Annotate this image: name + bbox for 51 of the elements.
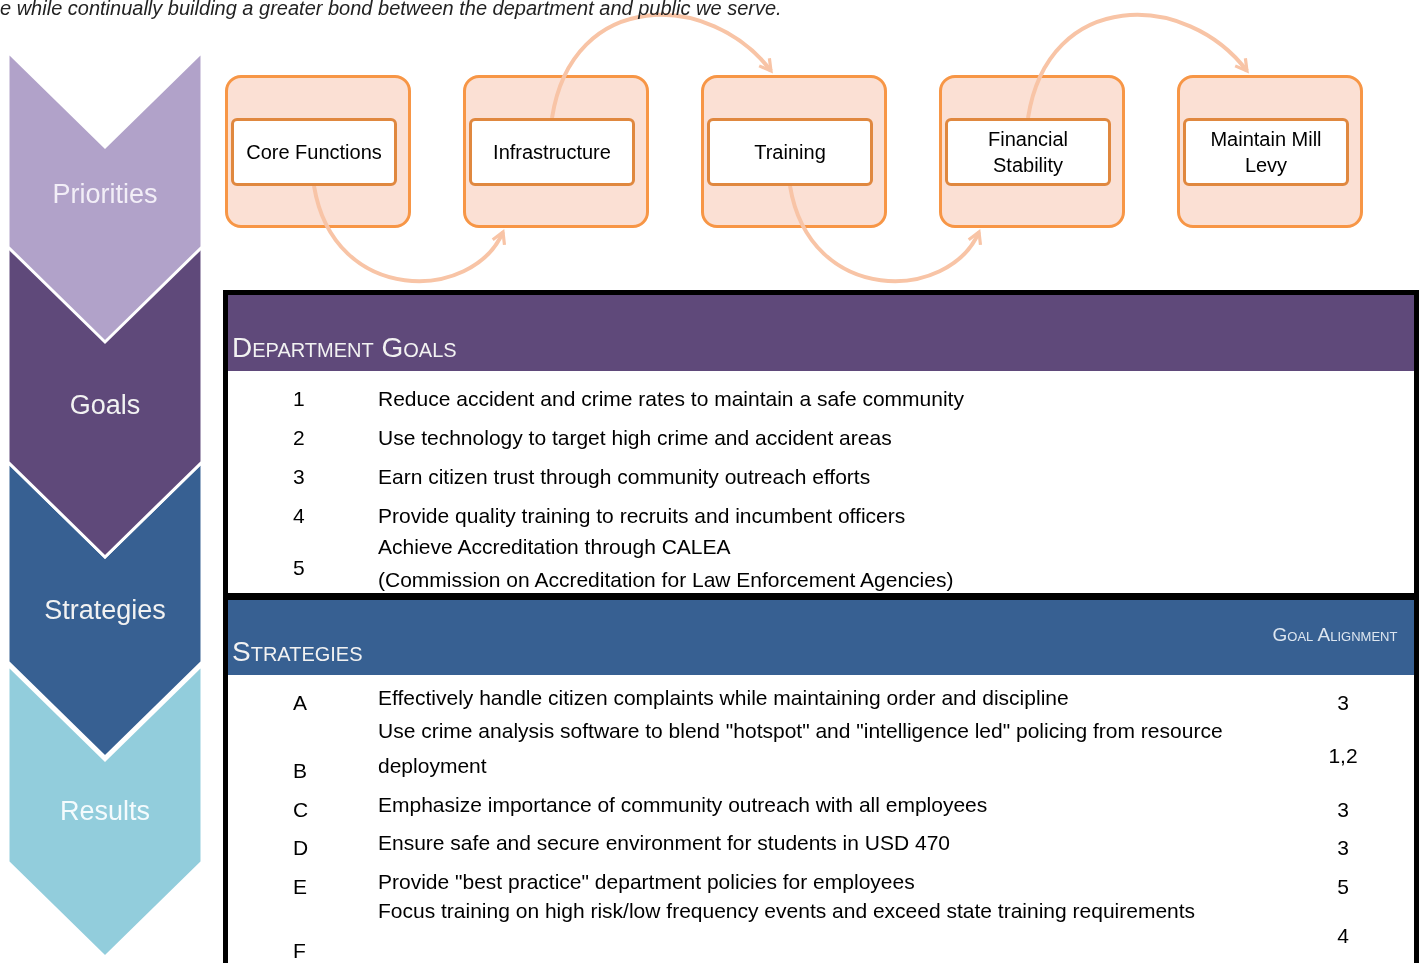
goal-text: Achieve Accreditation through CALEA bbox=[378, 534, 731, 560]
goal-alignment: 3 bbox=[1336, 797, 1350, 823]
priority-card bbox=[701, 75, 887, 228]
curved-arrow bbox=[312, 185, 505, 283]
goal-alignment: 3 bbox=[1336, 835, 1350, 861]
strategy-text: Provide "best practice" department policies for employees bbox=[378, 869, 916, 895]
goal-text: (Commission on Accreditation for Law Enforcement Agencies) bbox=[378, 567, 954, 593]
section-heading: Department Goals bbox=[232, 331, 457, 365]
strategy-letter: B bbox=[293, 758, 307, 784]
priority-box: Core Functions bbox=[231, 118, 397, 186]
curved-arrow bbox=[788, 185, 981, 283]
goal-number: 2 bbox=[293, 425, 305, 451]
goal-alignment: 5 bbox=[1336, 874, 1350, 900]
chevron-label: Strategies bbox=[44, 595, 166, 625]
goal-text: Provide quality training to recruits and incumbent officers bbox=[378, 503, 906, 529]
priority-box: Financial Stability bbox=[945, 118, 1111, 186]
priority-card bbox=[1177, 75, 1363, 228]
priority-card bbox=[463, 75, 649, 228]
intro-text: e while continually building a greater bond between the department and public we serve. bbox=[0, 0, 782, 21]
strategy-text: Ensure safe and secure environment for students in USD 470 bbox=[378, 830, 951, 856]
curved-arrow bbox=[1026, 13, 1249, 119]
goal-alignment: 4 bbox=[1336, 923, 1350, 949]
strategy-letter: C bbox=[293, 797, 309, 823]
goal-alignment: 3 bbox=[1336, 690, 1350, 716]
strategy-text: Emphasize importance of community outreach with all employees bbox=[378, 792, 989, 818]
priority-box: Infrastructure bbox=[469, 118, 635, 186]
goal-number: 4 bbox=[293, 503, 305, 529]
strategy-text: Use crime analysis software to blend "hotspot" and "intelligence led" policing from resource deployment bbox=[378, 718, 1223, 779]
goal-text: Use technology to target high crime and accident areas bbox=[378, 425, 892, 451]
priority-box: Maintain Mill Levy bbox=[1183, 118, 1349, 186]
strategy-text: Focus training on high risk/low frequency events and exceed state training requirements bbox=[378, 898, 1197, 924]
chevron-label: Priorities bbox=[52, 179, 158, 209]
strategy-letter: F bbox=[293, 938, 306, 963]
goal-text: Earn citizen trust through community outreach efforts bbox=[378, 464, 871, 490]
chevron-label: Goals bbox=[69, 390, 141, 420]
strategy-letter: D bbox=[293, 835, 309, 861]
column-heading: Goal Alignment bbox=[1271, 623, 1399, 647]
strategy-text: Effectively handle citizen complaints while maintaining order and discipline bbox=[378, 685, 1070, 711]
goal-number: 5 bbox=[293, 555, 305, 581]
priority-box: Training bbox=[707, 118, 873, 186]
curved-arrow bbox=[550, 13, 773, 119]
priority-card bbox=[939, 75, 1125, 228]
goal-text: Reduce accident and crime rates to maintain a safe community bbox=[378, 386, 964, 412]
section-heading: Strategies bbox=[232, 635, 363, 669]
chevron-label: Results bbox=[60, 796, 150, 826]
goal-number: 3 bbox=[293, 464, 305, 490]
priority-card bbox=[225, 75, 411, 228]
goal-number: 1 bbox=[293, 386, 305, 412]
strategy-letter: E bbox=[293, 874, 307, 900]
strategy-letter: A bbox=[293, 690, 307, 716]
goal-alignment: 1,2 bbox=[1327, 743, 1359, 769]
